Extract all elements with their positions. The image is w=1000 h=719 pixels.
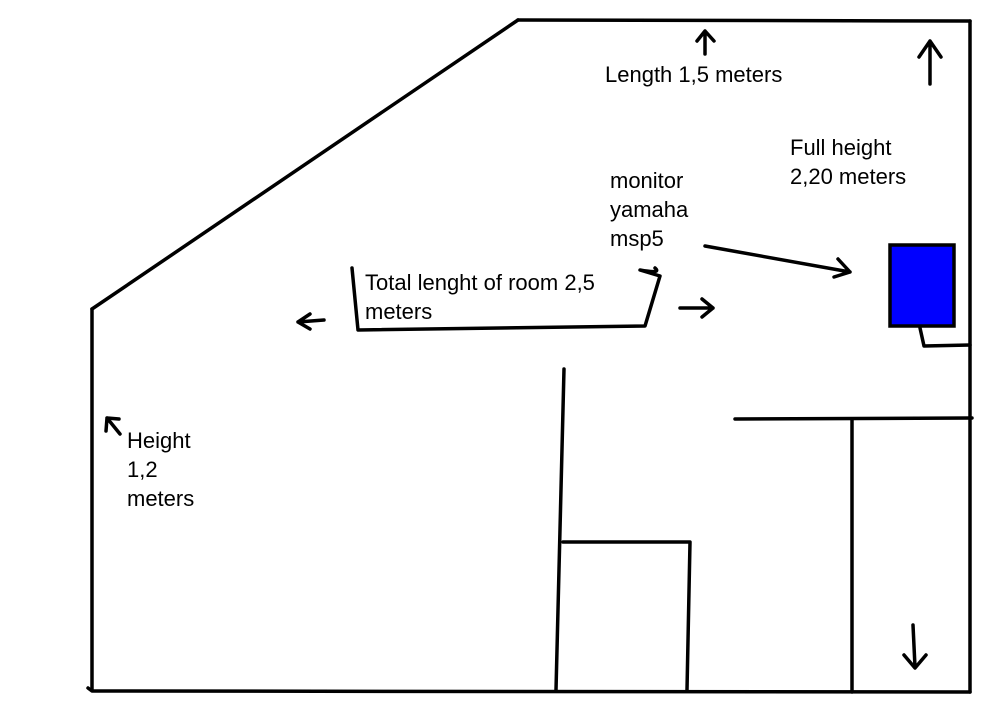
- arrows: [104, 29, 943, 670]
- total-length-label: Total lenght of room 2,5 meters: [365, 268, 595, 326]
- ceiling-line: [516, 18, 972, 23]
- partition-wall-line: [554, 367, 566, 692]
- interior-structures: [554, 326, 974, 694]
- total-length-label-line-2: meters: [365, 299, 433, 324]
- monitor-label-line-1: monitor: [610, 168, 684, 193]
- floor-line: [86, 686, 972, 694]
- height-up-arrow: [917, 39, 943, 86]
- height-label-line-2: 1,2: [127, 457, 158, 482]
- label-box-outline: [350, 266, 662, 332]
- monitor-pointer-arrow: [703, 244, 852, 279]
- full-height-label-line-2: 2,20 meters: [790, 164, 907, 189]
- monitor-label-line-3: msp5: [610, 226, 664, 251]
- right-arrow: [678, 297, 715, 319]
- desk-top-line: [733, 416, 974, 421]
- monitor-stand-line: [918, 326, 972, 348]
- full-height-label: Full height 2,20 meters: [790, 133, 906, 191]
- box-outline: [561, 540, 692, 692]
- total-length-label-line-1: Total lenght of room 2,5: [365, 270, 595, 295]
- length-label-text: Length 1,5 meters: [605, 62, 783, 87]
- full-height-label-line-1: Full height: [790, 135, 892, 160]
- length-label: Length 1,5 meters: [605, 60, 782, 89]
- height-label-line-3: meters: [127, 486, 195, 511]
- monitor-label: monitor yamaha msp5: [610, 166, 688, 253]
- height-diagonal-arrow: [104, 416, 122, 436]
- monitor-label-line-2: yamaha: [610, 197, 689, 222]
- length-up-arrow: [695, 29, 716, 56]
- monitor-yamaha-msp5-rect: [888, 243, 956, 328]
- height-label: Height 1,2 meters: [127, 426, 194, 513]
- left-arrow: [296, 312, 326, 331]
- height-label-line-1: Height: [127, 428, 191, 453]
- room-outline: [86, 18, 972, 694]
- floor-down-arrow: [902, 623, 928, 670]
- sloped-roof-line: [90, 18, 520, 311]
